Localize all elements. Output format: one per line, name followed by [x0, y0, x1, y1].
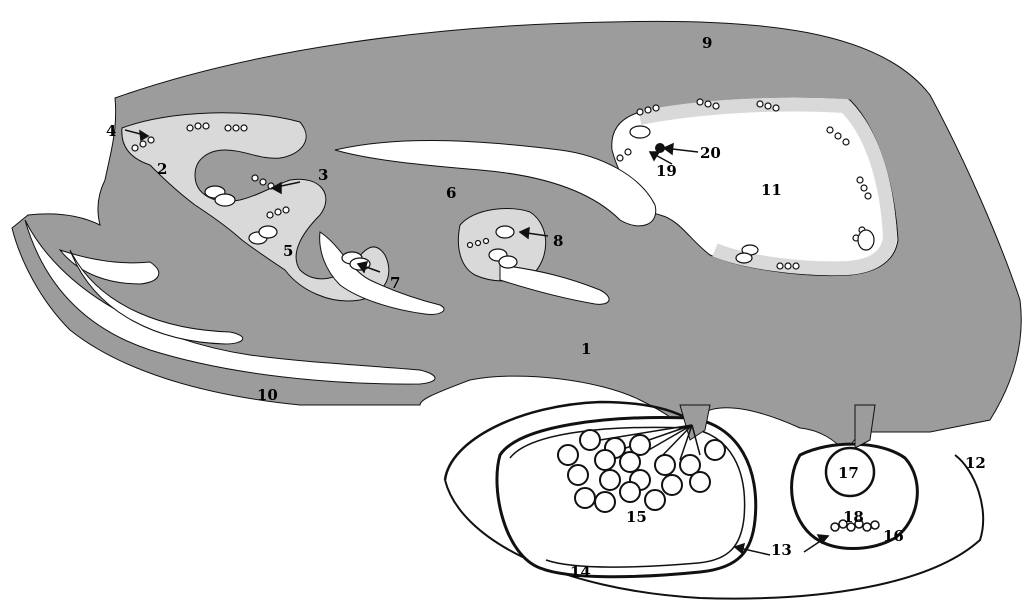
- label-15: 15: [626, 508, 647, 526]
- label-10: 10: [257, 386, 278, 404]
- stalk-right: [855, 405, 875, 448]
- label-18: 18: [843, 508, 864, 526]
- label-12: 12: [965, 454, 986, 472]
- label-20: 20: [700, 144, 721, 162]
- label-6: 6: [446, 184, 456, 202]
- label-3: 3: [318, 166, 328, 184]
- label-9: 9: [702, 34, 712, 52]
- label-13: 13: [771, 541, 792, 559]
- label-17: 17: [838, 464, 859, 482]
- label-4: 4: [106, 122, 116, 140]
- label-19: 19: [656, 162, 677, 180]
- label-2: 2: [157, 160, 167, 178]
- label-16: 16: [883, 527, 904, 545]
- label-14: 14: [570, 563, 591, 581]
- label-1: 1: [581, 340, 591, 358]
- label-7: 7: [390, 274, 400, 292]
- label-8: 8: [553, 232, 563, 250]
- label-5: 5: [283, 242, 293, 260]
- label-11: 11: [761, 181, 782, 199]
